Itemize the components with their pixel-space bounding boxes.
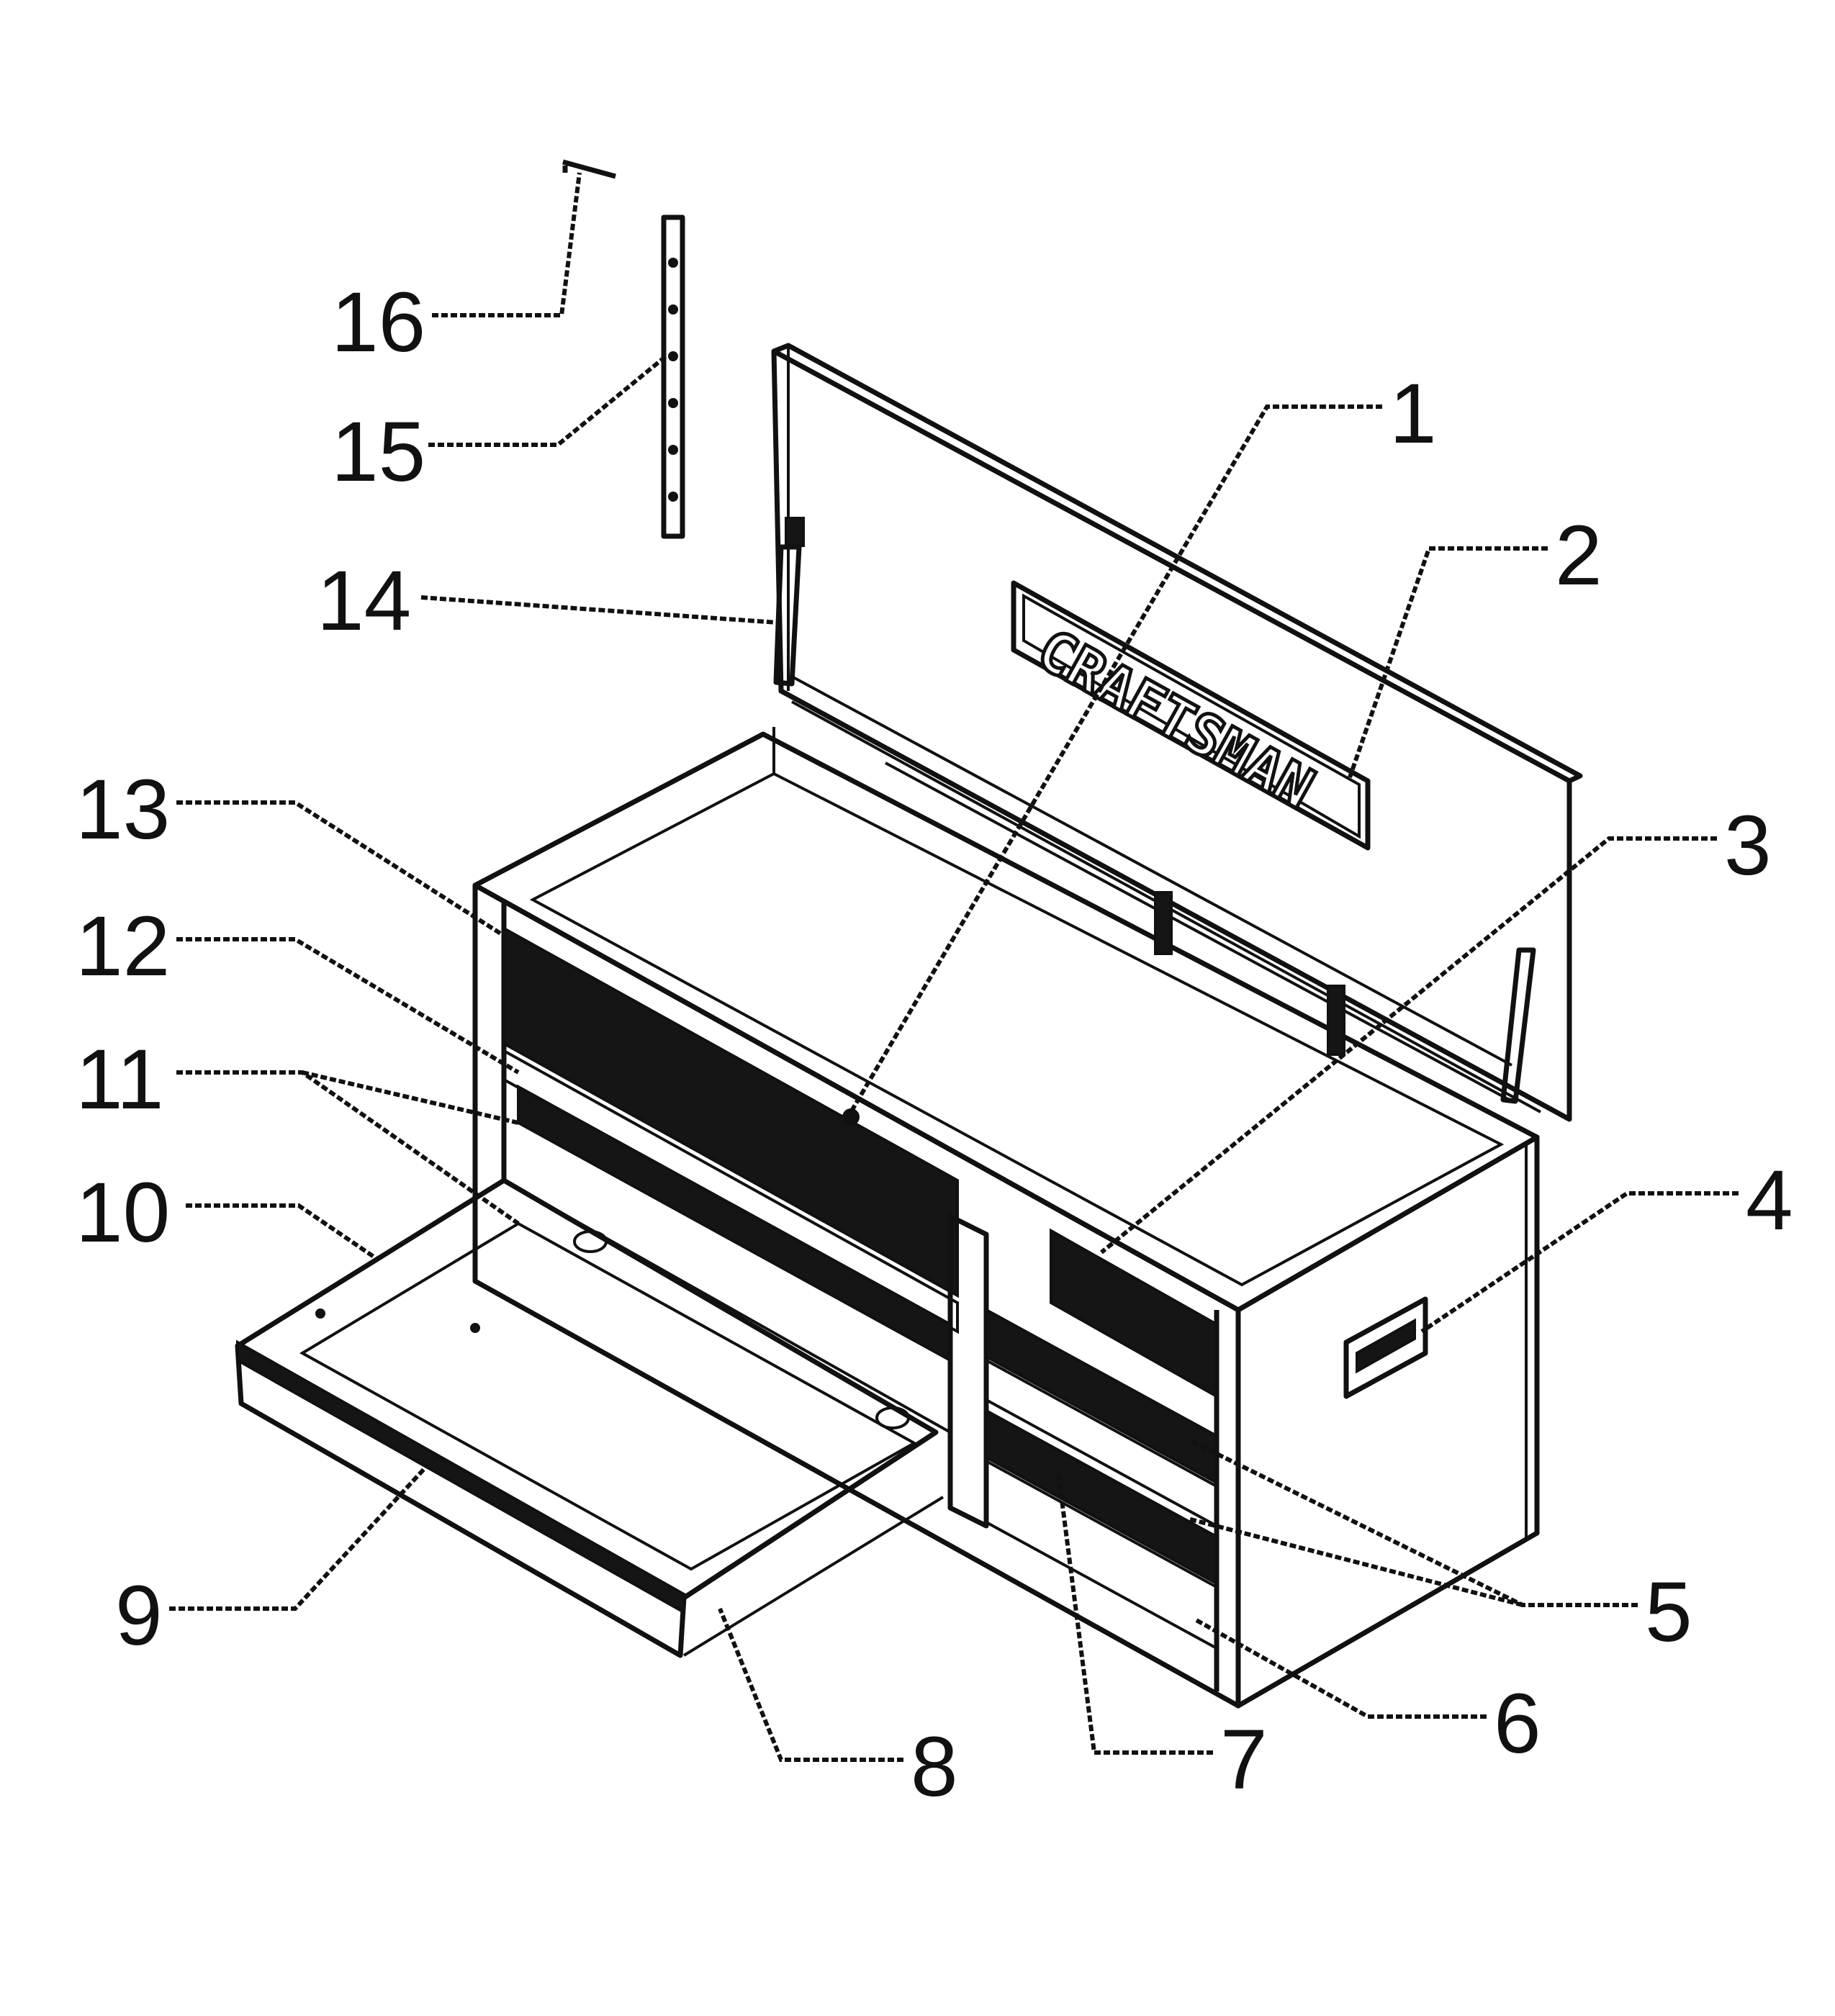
callout-1: 1	[1389, 366, 1437, 461]
lock	[842, 1108, 860, 1126]
leader-13	[176, 800, 505, 938]
leader-1	[849, 404, 1382, 1113]
leader-9	[169, 1466, 427, 1611]
hinge-right	[1327, 985, 1345, 1056]
lid-support-right	[1500, 947, 1536, 1104]
leader-5b	[1187, 1516, 1523, 1607]
leader-11b	[302, 1070, 519, 1125]
loose-pin	[562, 159, 616, 179]
leader-12	[176, 937, 520, 1075]
callout-13: 13	[76, 762, 170, 857]
callout-15: 15	[331, 404, 425, 500]
side-handle	[1343, 1296, 1428, 1399]
leader-8	[718, 1607, 903, 1762]
callout-3: 3	[1724, 798, 1772, 893]
lid-support-left	[773, 517, 805, 687]
callout-8: 8	[911, 1719, 958, 1814]
open-drawer	[235, 1177, 951, 1658]
leader-10	[186, 1203, 379, 1262]
callout-4: 4	[1746, 1153, 1793, 1248]
callout-10: 10	[76, 1165, 170, 1260]
leader-15	[428, 354, 667, 447]
tool-chest-drawing: CRAFTSMAN	[235, 159, 1583, 1709]
callout-16: 16	[331, 275, 425, 370]
callout-11: 11	[76, 1032, 164, 1127]
leader-2	[1348, 546, 1548, 778]
leader-7	[1056, 1471, 1213, 1755]
brand-label: CRAFTSMAN	[1027, 618, 1324, 822]
hinge-center	[1154, 891, 1173, 955]
callout-5: 5	[1645, 1565, 1692, 1660]
callout-6: 6	[1494, 1676, 1541, 1771]
leader-16	[432, 172, 582, 317]
loose-strip	[661, 214, 685, 539]
callout-9: 9	[115, 1568, 163, 1663]
leader-4	[1420, 1191, 1739, 1334]
callout-14: 14	[317, 553, 411, 648]
callout-2: 2	[1555, 508, 1602, 603]
leader-6	[1194, 1617, 1487, 1719]
chest-front-face	[472, 882, 1241, 1709]
leader-14	[420, 595, 778, 625]
leader-5	[1186, 1437, 1638, 1607]
chest-side-panel	[1235, 1134, 1540, 1709]
callout-leaders	[169, 172, 1739, 1762]
craftsman-logo-plate: CRAFTSMAN	[1011, 580, 1371, 851]
callout-numbers: 1 2 3 4 5 6 7 8 9 10 11 12 13 14 15 16	[76, 275, 1793, 1814]
callout-7: 7	[1220, 1712, 1268, 1807]
callout-12: 12	[76, 899, 170, 994]
leader-3	[1100, 836, 1717, 1255]
